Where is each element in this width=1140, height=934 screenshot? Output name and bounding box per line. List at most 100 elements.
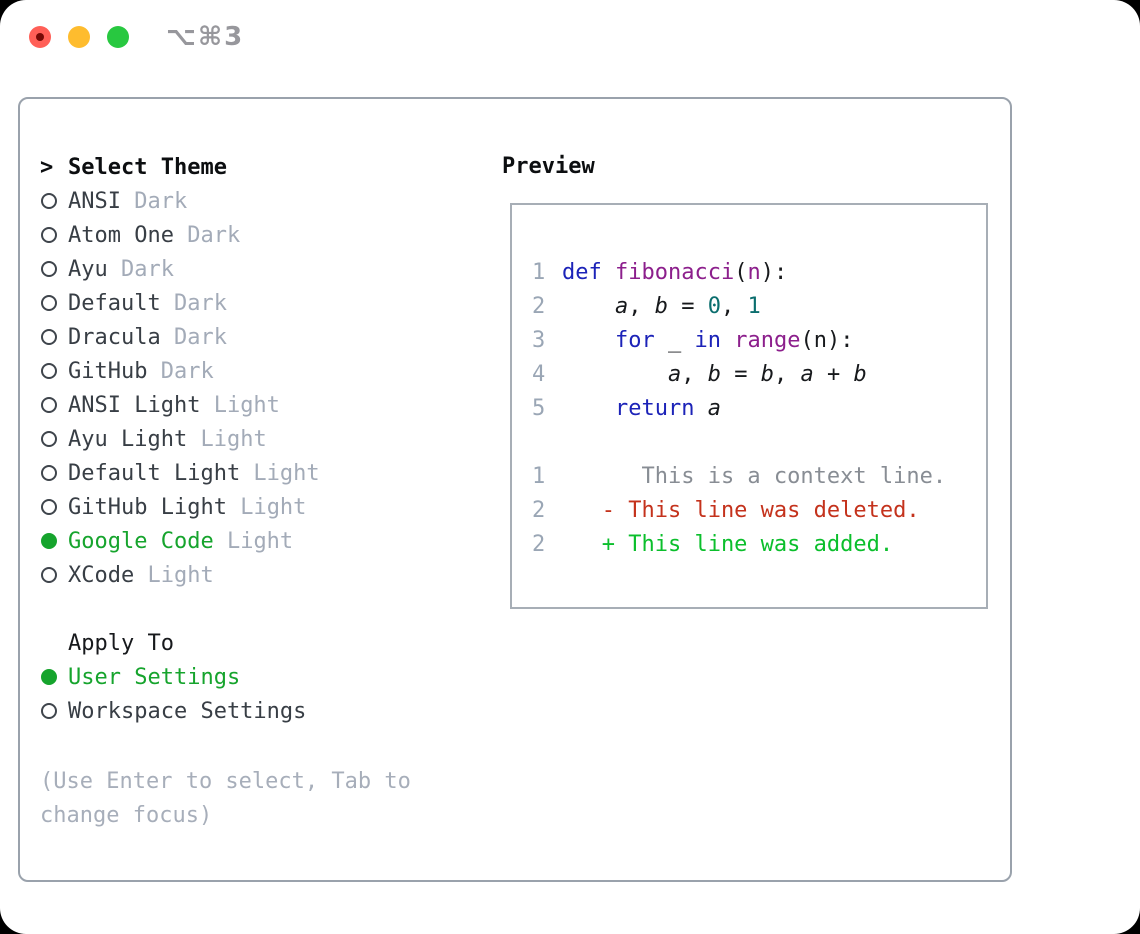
filled-circle-icon	[41, 669, 57, 685]
code-segment-plain: ,	[773, 361, 801, 387]
theme-option-ayu-light[interactable]: Ayu Light Light	[40, 422, 320, 456]
code-segment-plain: (n):	[800, 327, 854, 353]
code-segment-context: This is a context line.	[562, 463, 947, 489]
theme-option-github-light[interactable]: GitHub Light Light	[40, 490, 320, 524]
radio-icon	[40, 431, 68, 447]
code-segment-plain	[694, 396, 707, 421]
open-circle-icon	[41, 363, 57, 379]
open-circle-icon	[41, 567, 57, 583]
code-segment-variable: b	[707, 361, 721, 387]
theme-option-default-light[interactable]: Default Light Light	[40, 456, 320, 490]
line-content: This is a context line.	[562, 464, 946, 489]
caret-icon: >	[40, 154, 54, 180]
preview-line: 1 This is a context line.	[532, 459, 986, 493]
option-label: ANSI Light	[68, 392, 201, 418]
code-segment-function: range	[734, 327, 801, 353]
variant-label: Light	[213, 528, 294, 554]
open-circle-icon	[41, 703, 57, 719]
option-label: User Settings	[68, 664, 241, 690]
line-content: def fibonacci(n):	[562, 260, 787, 285]
preview-title: Preview	[502, 154, 595, 179]
code-segment-variable: b	[654, 293, 668, 319]
line-number: 1	[532, 463, 546, 489]
radio-icon	[40, 261, 68, 277]
variant-label: Dark	[120, 188, 188, 214]
variant-label: Light	[134, 562, 214, 588]
line-content: for _ in range(n):	[562, 328, 853, 353]
variant-label: Dark	[173, 222, 241, 248]
apply-option-user-settings[interactable]: User Settings	[40, 660, 320, 694]
code-segment-function: n	[747, 259, 761, 285]
option-label: Default Light	[68, 460, 241, 486]
line-number: 2	[532, 293, 546, 319]
preview-line: 2 - This line was deleted.	[532, 493, 986, 527]
section-gap	[40, 592, 320, 626]
open-circle-icon	[41, 261, 57, 277]
option-label: Default	[68, 290, 161, 316]
theme-option-atom-one[interactable]: Atom One Dark	[40, 218, 320, 252]
preview-line: 2 + This line was added.	[532, 527, 986, 561]
option-label: XCode	[68, 562, 135, 588]
line-content: a, b = 0, 1	[562, 294, 761, 319]
radio-icon	[40, 227, 68, 243]
code-segment-plain: ,	[720, 293, 748, 319]
theme-option-default[interactable]: Default Dark	[40, 286, 320, 320]
code-segment-variable: a	[614, 293, 629, 319]
code-segment-keyword: in	[694, 327, 721, 353]
apply-option-workspace-settings[interactable]: Workspace Settings	[40, 694, 320, 728]
help-text: (Use Enter to select, Tab to change focu…	[40, 769, 411, 828]
code-segment-variable: a	[707, 395, 721, 421]
code-segment-plain	[562, 396, 615, 421]
code-segment-variable: b	[760, 361, 774, 387]
theme-option-google-code[interactable]: Google Code Light	[40, 524, 320, 558]
preview-line: 2 a, b = 0, 1	[532, 289, 986, 323]
theme-option-ansi-light[interactable]: ANSI Light Light	[40, 388, 320, 422]
line-number: 3	[532, 327, 546, 353]
option-label: Dracula	[68, 324, 161, 350]
line-content: - This line was deleted.	[562, 498, 920, 523]
line-number: 5	[532, 395, 546, 421]
radio-icon	[40, 567, 68, 583]
code-segment-literal: 1	[747, 293, 761, 319]
theme-option-xcode[interactable]: XCode Light	[40, 558, 320, 592]
variant-label: Light	[226, 494, 307, 520]
selected-radio-icon	[40, 669, 68, 685]
option-label: Atom One	[68, 222, 174, 248]
code-segment-variable: a	[800, 361, 814, 387]
code-segment-plain	[602, 260, 615, 285]
option-label: Google Code	[68, 528, 214, 554]
code-segment-plain: =	[667, 293, 708, 319]
code-segment-plain: (	[734, 259, 748, 285]
theme-option-ayu[interactable]: Ayu Dark	[40, 252, 320, 286]
theme-option-github[interactable]: GitHub Dark	[40, 354, 320, 388]
line-content: a, b = b, a + b	[562, 362, 867, 387]
code-segment-literal: 0	[707, 293, 721, 319]
radio-icon	[40, 363, 68, 379]
option-label: Workspace Settings	[68, 698, 307, 724]
variant-label: Light	[240, 460, 320, 486]
preview-line: 3 for _ in range(n):	[532, 323, 986, 357]
close-button-dot	[36, 33, 44, 41]
theme-option-ansi[interactable]: ANSI Dark	[40, 184, 320, 218]
theme-option-dracula[interactable]: Dracula Dark	[40, 320, 320, 354]
line-number: 4	[532, 361, 546, 387]
minimize-button[interactable]	[68, 26, 90, 48]
radio-icon	[40, 465, 68, 481]
code-segment-keyword: for	[614, 327, 655, 353]
code-segment-variable: a	[667, 361, 682, 387]
open-circle-icon	[41, 329, 57, 345]
option-label: ANSI	[68, 188, 121, 214]
close-button[interactable]	[29, 26, 51, 48]
window-shortcut-label: ⌥⌘3	[166, 22, 245, 52]
code-segment-plain: _	[654, 327, 695, 353]
radio-icon	[40, 499, 68, 515]
preview-line: 4 a, b = b, a + b	[532, 357, 986, 391]
maximize-button[interactable]	[107, 26, 129, 48]
open-circle-icon	[41, 431, 57, 447]
